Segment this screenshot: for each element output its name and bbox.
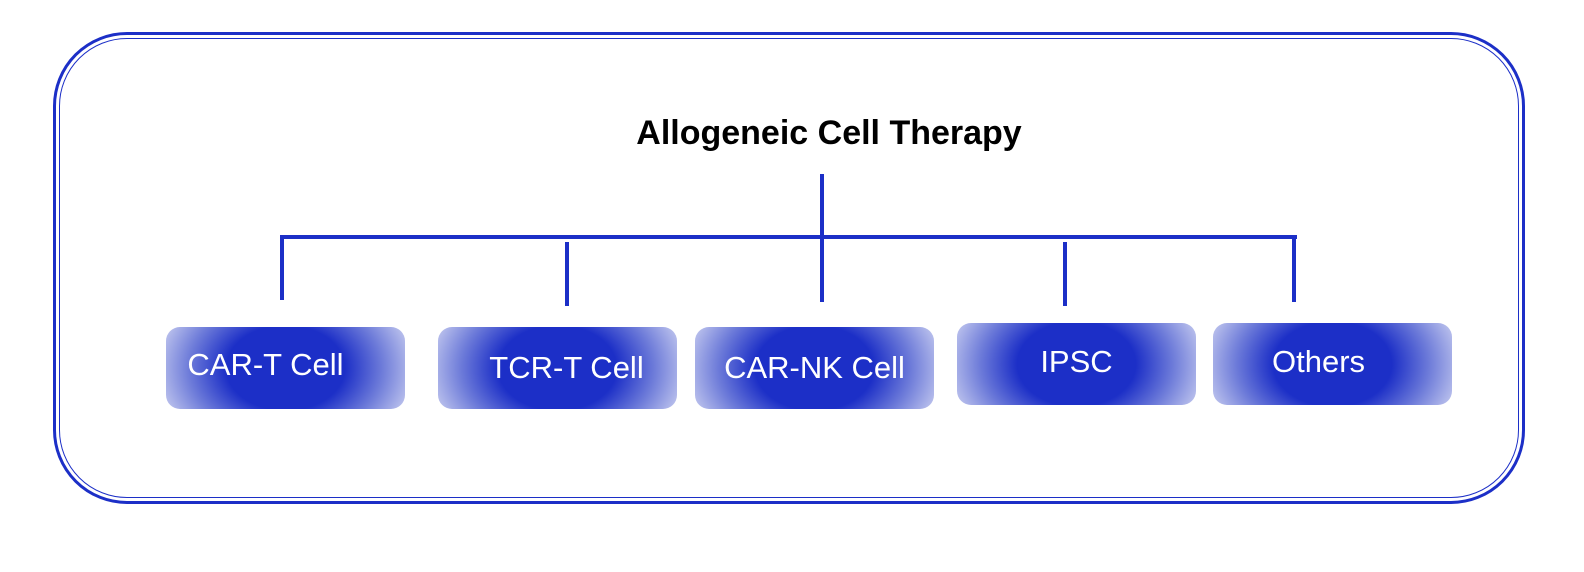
horizontal-connector	[280, 235, 1297, 239]
node-tcr-t-cell: TCR-T Cell	[438, 327, 677, 409]
diagram-frame	[53, 32, 1525, 504]
node-label: IPSC	[1040, 344, 1113, 379]
node-label: Others	[1271, 344, 1366, 379]
node-label: CAR-NK Cell	[724, 350, 905, 385]
branch-connector-tcr-t	[565, 242, 569, 306]
branch-connector-car-t	[280, 235, 284, 300]
node-others: Others	[1213, 323, 1452, 405]
node-car-nk-cell: CAR-NK Cell	[695, 327, 934, 409]
branch-connector-others	[1292, 235, 1296, 302]
node-label: TCR-T Cell	[489, 350, 644, 385]
node-label: CAR-T Cell	[187, 347, 344, 382]
root-node-title: Allogeneic Cell Therapy	[636, 114, 1022, 152]
diagram-frame-inner-border	[59, 38, 1519, 498]
node-ipsc: IPSC	[957, 323, 1196, 405]
branch-connector-ipsc	[1063, 242, 1067, 306]
node-car-t-cell: CAR-T Cell	[166, 327, 405, 409]
